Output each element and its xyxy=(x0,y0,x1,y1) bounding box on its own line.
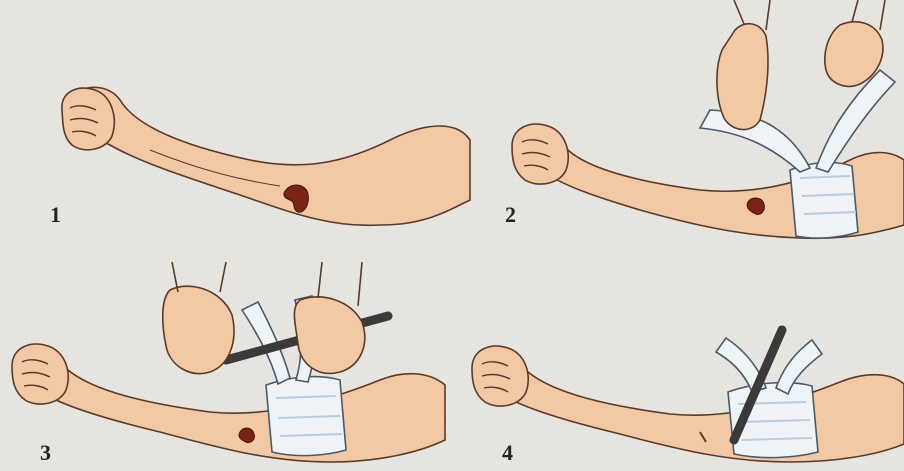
step-4-number: 4 xyxy=(502,440,513,465)
step-1-number: 1 xyxy=(50,202,61,227)
step-3-number: 3 xyxy=(40,440,51,465)
panel-2-bandage xyxy=(790,163,858,239)
step-2-number: 2 xyxy=(505,202,516,227)
